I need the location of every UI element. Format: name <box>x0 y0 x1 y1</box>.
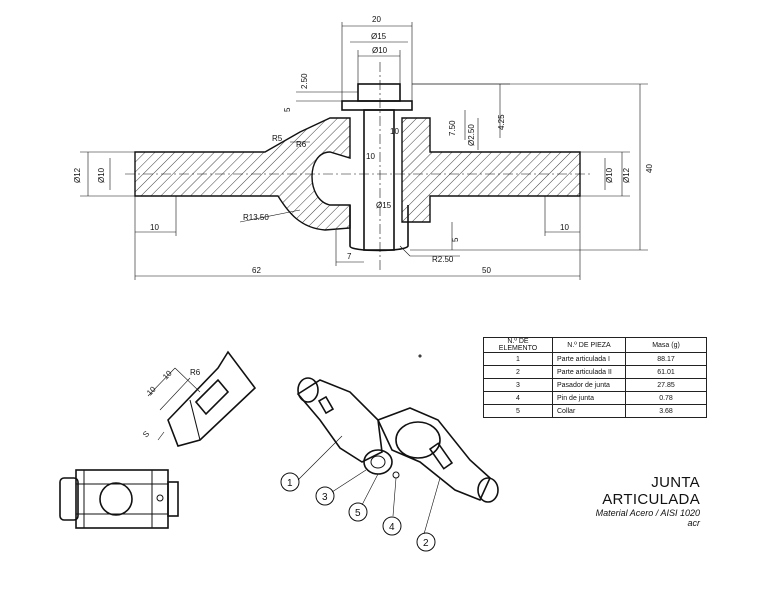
dim-diameter-10-top: Ø10 <box>372 46 388 55</box>
dim-diameter-12-left: Ø12 <box>73 167 82 183</box>
dim-diameter-10-left: Ø10 <box>97 167 106 183</box>
bom-cell: Collar <box>552 404 626 418</box>
table-row: 5 Collar 3.68 <box>483 404 707 418</box>
dim-diameter-15-top: Ø15 <box>371 32 387 41</box>
balloon-5: 5 <box>348 473 379 522</box>
bom-cell: Pin de junta <box>552 391 626 405</box>
balloon-4: 4 <box>382 477 402 536</box>
dim-r2-50: R2.50 <box>432 255 454 264</box>
dim-10-mid: 10 <box>366 152 375 161</box>
dim-40: 40 <box>645 164 654 173</box>
bom-cell: Parte articulada II <box>552 365 626 379</box>
balloon-2: 2 <box>416 477 441 552</box>
table-row: 4 Pin de junta 0.78 <box>483 391 707 405</box>
svg-text:4: 4 <box>389 522 395 533</box>
dim-diameter-10-right: Ø10 <box>605 167 614 183</box>
balloon-3: 3 <box>315 469 367 506</box>
pin-head-section <box>357 83 401 102</box>
dim-7-50: 7.50 <box>448 120 457 136</box>
bom-cell: 3.68 <box>625 404 707 418</box>
dim-r6: R6 <box>296 140 307 149</box>
title-line-1: JUNTA <box>651 474 700 491</box>
dim-50: 50 <box>482 266 491 275</box>
bom-cell: 27.85 <box>625 378 707 392</box>
bom-cell: 2 <box>483 365 553 379</box>
pin-bottom <box>349 205 409 252</box>
dim-62: 62 <box>252 266 261 275</box>
bom-cell: Parte articulada I <box>552 352 626 366</box>
title-line-2: ARTICULADA <box>602 491 700 508</box>
dim-10-right-length: 10 <box>560 223 569 232</box>
section-view: 20 Ø15 Ø10 2.50 5 R5 R6 10 10 7.50 Ø2.50… <box>73 15 654 280</box>
table-row: 3 Pasador de junta 27.85 <box>483 378 707 392</box>
dim-10-left-length: 10 <box>150 223 159 232</box>
dim-7: 7 <box>347 252 352 261</box>
dim-10-hub: 10 <box>390 127 399 136</box>
dim-20: 20 <box>372 15 381 24</box>
detail-dim-10-b: 10 <box>161 368 174 381</box>
bill-of-materials: N.º DE ELEMENTO N.º DE PIEZA Masa (g) 1 … <box>483 337 707 418</box>
balloon-1: 1 <box>280 435 343 492</box>
detail-view: 10 10 R6 S <box>141 350 257 447</box>
table-row: 1 Parte articulada I 88.17 <box>483 352 707 366</box>
dim-4-25: 4.25 <box>497 114 506 130</box>
svg-text:5: 5 <box>355 508 361 519</box>
right-part-section <box>401 117 581 223</box>
svg-text:2: 2 <box>423 538 429 549</box>
material-label: Material Acero / AISI 1020 <box>595 508 700 518</box>
author-label: acr <box>687 518 700 528</box>
detail-dim-r6: R6 <box>190 368 201 377</box>
svg-text:3: 3 <box>322 492 328 503</box>
dim-diameter-2-50: Ø2.50 <box>467 124 476 146</box>
bom-cell: 1 <box>483 352 553 366</box>
detail-dim-10-a: 10 <box>145 384 158 397</box>
dim-5-vertical: 5 <box>283 107 292 112</box>
isometric-view <box>296 354 499 503</box>
dim-2-50-vertical: 2.50 <box>300 73 309 89</box>
bom-header-mass: Masa (g) <box>625 337 707 353</box>
bom-header-part: N.º DE PIEZA <box>552 337 626 353</box>
bom-header-element: N.º DE ELEMENTO <box>483 337 553 353</box>
bom-cell: 61.01 <box>625 365 707 379</box>
table-row: 2 Parte articulada II 61.01 <box>483 365 707 379</box>
dim-5-bottom: 5 <box>451 237 460 242</box>
bom-cell: 5 <box>483 404 553 418</box>
collar-section <box>341 100 413 111</box>
bom-cell: 3 <box>483 378 553 392</box>
bom-header-row: N.º DE ELEMENTO N.º DE PIEZA Masa (g) <box>483 337 707 353</box>
svg-text:1: 1 <box>287 478 293 489</box>
bom-cell: 4 <box>483 391 553 405</box>
dim-diameter-15-bottom: Ø15 <box>376 201 392 210</box>
dim-r5: R5 <box>272 134 283 143</box>
bom-cell: Pasador de junta <box>552 378 626 392</box>
detail-label-s: S <box>141 429 151 439</box>
title-block: JUNTA ARTICULADA Material Acero / AISI 1… <box>596 474 700 528</box>
dim-r13-50: R13.50 <box>243 213 269 222</box>
end-view <box>59 469 179 529</box>
bom-cell: 88.17 <box>625 352 707 366</box>
bom-cell: 0.78 <box>625 391 707 405</box>
dim-diameter-12-right: Ø12 <box>622 167 631 183</box>
